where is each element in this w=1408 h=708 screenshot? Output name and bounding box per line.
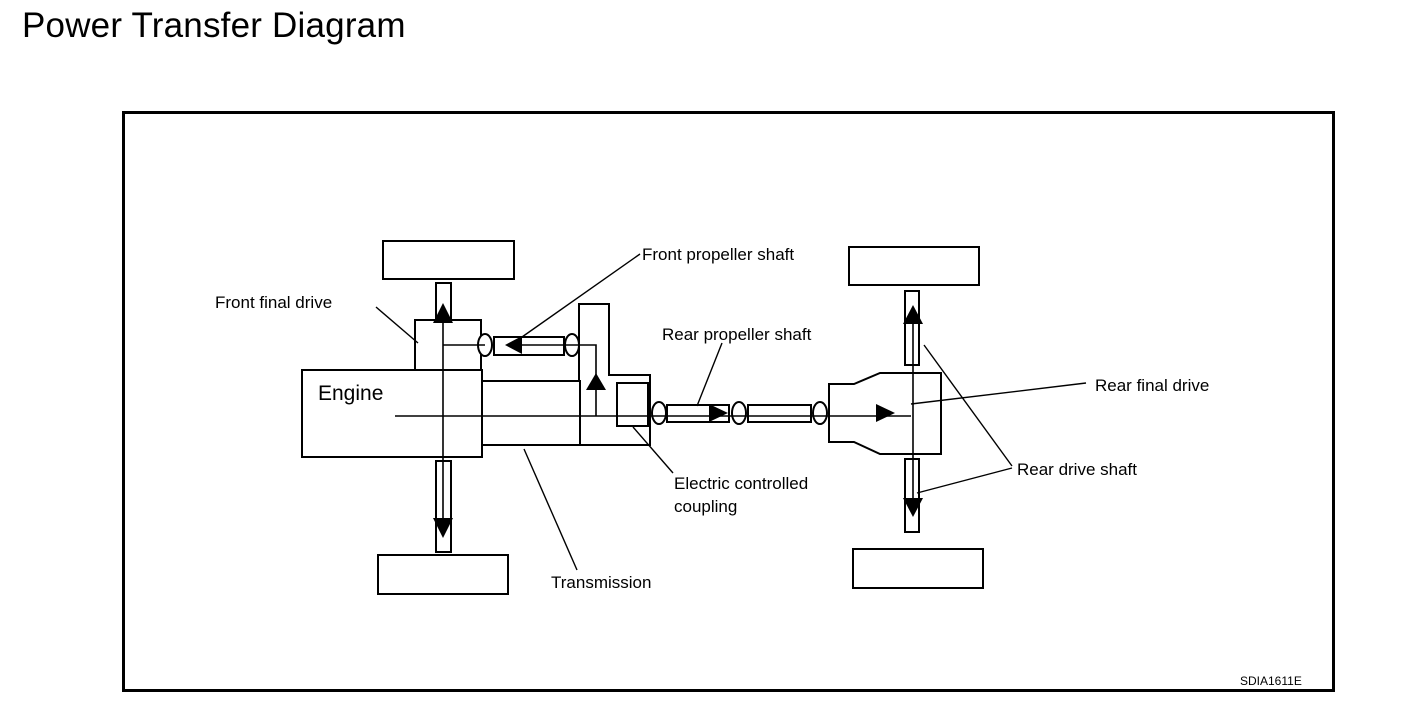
leader-transmission bbox=[523, 448, 578, 571]
label-engine: Engine bbox=[318, 382, 383, 405]
rear-prop-joint-3 bbox=[812, 401, 828, 425]
arrow-rear-up bbox=[903, 305, 923, 324]
transmission-block bbox=[480, 380, 581, 446]
front-left-wheel bbox=[382, 240, 515, 280]
leader-front-propeller-shaft bbox=[521, 253, 641, 338]
leader-rear-final-drive bbox=[910, 382, 1087, 405]
label-rear-propeller-shaft: Rear propeller shaft bbox=[662, 325, 812, 344]
rear-right-wheel bbox=[852, 548, 984, 589]
label-rear-final-drive: Rear final drive bbox=[1095, 376, 1209, 395]
arrow-transfer-up bbox=[586, 373, 606, 390]
rear-propeller-shaft-rear bbox=[747, 404, 812, 423]
arrow-rear-prop-right bbox=[709, 404, 728, 422]
rear-drive-shaft-upper bbox=[904, 290, 920, 366]
arrow-front-prop-left bbox=[505, 336, 522, 354]
diagram-frame bbox=[122, 111, 1335, 692]
leader-electric-coupling bbox=[632, 426, 674, 474]
front-right-wheel bbox=[377, 554, 509, 595]
label-front-propeller-shaft: Front propeller shaft bbox=[642, 245, 794, 264]
arrow-front-up bbox=[433, 303, 453, 323]
label-front-final-drive: Front final drive bbox=[215, 293, 332, 312]
page-title: Power Transfer Diagram bbox=[22, 6, 406, 45]
rear-drive-shaft-lower bbox=[904, 458, 920, 533]
leader-front-final-drive bbox=[375, 306, 419, 344]
label-rear-drive-shaft: Rear drive shaft bbox=[1017, 460, 1137, 479]
leader-rear-drive-shaft-lower bbox=[916, 467, 1013, 494]
label-electric-coupling-line1: Electric controlled bbox=[674, 474, 808, 493]
rear-left-wheel bbox=[848, 246, 980, 286]
front-transfer-line bbox=[512, 344, 597, 416]
front-propeller-shaft bbox=[493, 336, 565, 356]
arrow-rear-final-right bbox=[876, 404, 895, 422]
leader-rear-drive-shaft-upper bbox=[923, 344, 1013, 467]
rear-prop-joint-1 bbox=[651, 401, 667, 425]
label-electric-coupling-line2: coupling bbox=[674, 497, 737, 516]
engine-block bbox=[301, 369, 483, 458]
arrow-rear-down bbox=[903, 498, 923, 517]
rear-prop-joint-2 bbox=[731, 401, 747, 425]
arrow-front-down bbox=[433, 518, 453, 538]
label-transmission: Transmission bbox=[551, 573, 651, 592]
electric-coupling-box bbox=[616, 382, 649, 427]
leader-rear-propeller-shaft bbox=[696, 342, 723, 407]
figure-code: SDIA1611E bbox=[1240, 674, 1302, 688]
